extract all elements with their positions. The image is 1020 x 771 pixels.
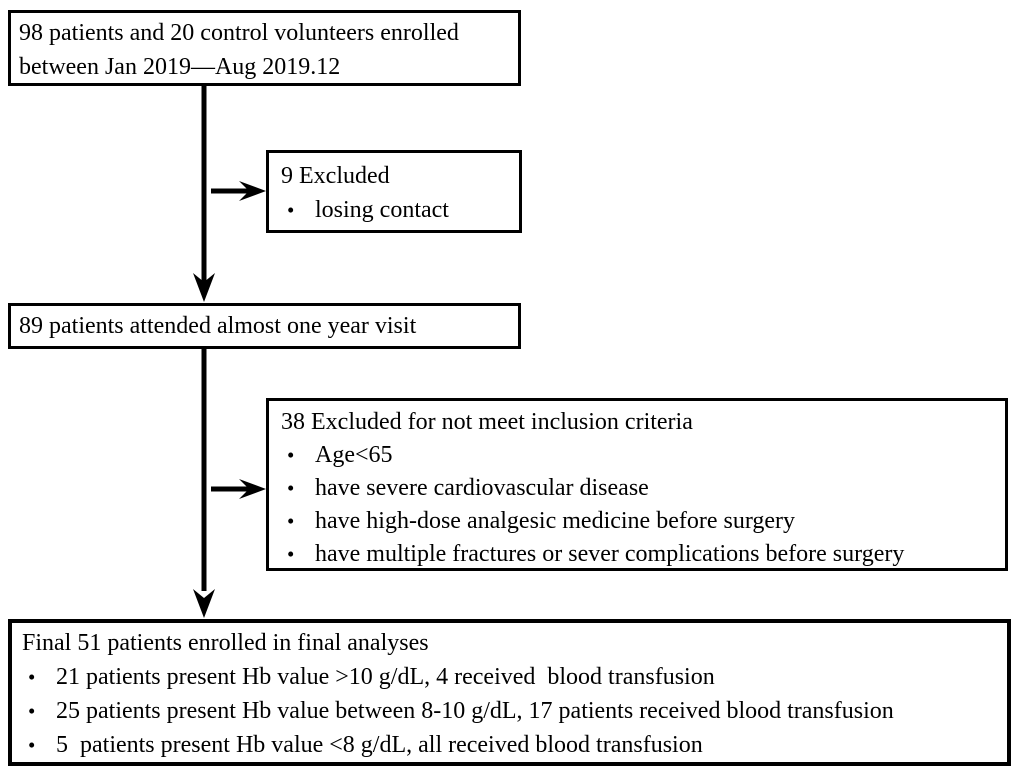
list-item: • 5 patients present Hb value <8 g/dL, a…: [22, 728, 997, 762]
bullet-text: losing contact: [315, 197, 449, 223]
bullet-text: have multiple fractures or sever complic…: [315, 541, 905, 567]
list-item: • 25 patients present Hb value between 8…: [22, 694, 997, 728]
bullet-text: Age<65: [315, 442, 393, 468]
box-final-analysis: Final 51 patients enrolled in final anal…: [8, 619, 1011, 766]
bullet-icon: •: [287, 509, 295, 533]
bullet-icon: •: [287, 443, 295, 467]
final-analysis-title: Final 51 patients enrolled in final anal…: [22, 630, 429, 656]
excluded-38-bullet-list: • Age<65 • have severe cardiovascular di…: [281, 439, 993, 571]
list-item: • 21 patients present Hb value >10 g/dL,…: [22, 660, 997, 694]
bullet-icon: •: [28, 733, 36, 757]
bullet-text: have severe cardiovascular disease: [315, 475, 649, 501]
box-one-year-visit: 89 patients attended almost one year vis…: [8, 303, 521, 349]
list-item: • have multiple fractures or sever compl…: [281, 538, 993, 571]
arrow-visit-to-final: [193, 349, 215, 618]
arrow-to-excluded-38: [211, 479, 266, 499]
list-item: • have severe cardiovascular disease: [281, 472, 993, 505]
enrollment-line-2: between Jan 2019—Aug 2019.12: [19, 54, 341, 80]
one-year-visit-text: 89 patients attended almost one year vis…: [19, 313, 417, 339]
bullet-text: 25 patients present Hb value between 8-1…: [56, 698, 894, 724]
excluded-9-bullet-list: • losing contact: [281, 193, 507, 227]
list-item: • have high-dose analgesic medicine befo…: [281, 505, 993, 538]
list-item: • Age<65: [281, 439, 993, 472]
box-enrollment: 98 patients and 20 control volunteers en…: [8, 10, 521, 86]
excluded-9-title: 9 Excluded: [281, 163, 390, 189]
box-excluded-38: 38 Excluded for not meet inclusion crite…: [266, 398, 1008, 571]
bullet-icon: •: [287, 198, 295, 222]
bullet-icon: •: [28, 665, 36, 689]
bullet-icon: •: [28, 699, 36, 723]
bullet-icon: •: [287, 542, 295, 566]
arrow-enrollment-to-visit: [193, 86, 215, 302]
bullet-icon: •: [287, 476, 295, 500]
excluded-38-title: 38 Excluded for not meet inclusion crite…: [281, 409, 693, 435]
bullet-text: have high-dose analgesic medicine before…: [315, 508, 796, 534]
arrow-to-excluded-9: [211, 181, 266, 201]
bullet-text: 5 patients present Hb value <8 g/dL, all…: [56, 732, 703, 758]
box-excluded-9: 9 Excluded • losing contact: [266, 150, 522, 233]
enrollment-line-1: 98 patients and 20 control volunteers en…: [19, 20, 459, 46]
list-item: • losing contact: [281, 193, 507, 227]
final-analysis-bullet-list: • 21 patients present Hb value >10 g/dL,…: [22, 660, 997, 762]
bullet-text: 21 patients present Hb value >10 g/dL, 4…: [56, 664, 715, 690]
